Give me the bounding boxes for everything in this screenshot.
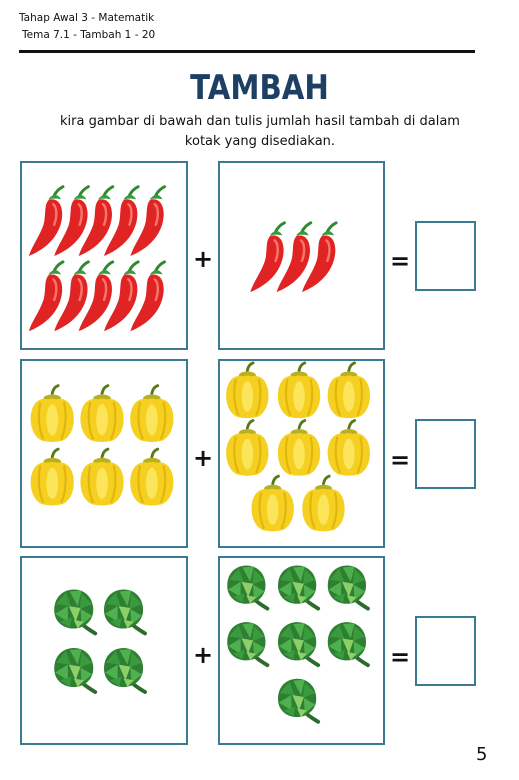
red-chili-icon bbox=[250, 221, 286, 293]
problem-3-right-box bbox=[218, 556, 385, 745]
problem-3-left-box bbox=[20, 556, 188, 745]
yellow-pepper-icon bbox=[277, 419, 321, 476]
page-number: 5 bbox=[476, 744, 488, 765]
artichoke-icon bbox=[227, 565, 270, 611]
yellow-pepper-icon bbox=[130, 447, 174, 506]
red-chili-icon bbox=[104, 185, 140, 256]
problem-2-left-items bbox=[30, 384, 174, 506]
problem-3-left-items bbox=[54, 589, 147, 694]
worksheet-subject: Tahap Awal 3 - Matematik bbox=[19, 12, 155, 24]
answer-box-2[interactable] bbox=[415, 419, 476, 489]
artichoke-icon bbox=[104, 648, 147, 694]
artichoke-icon bbox=[277, 678, 321, 724]
red-chili-icon bbox=[130, 260, 166, 332]
plus-sign-2: + bbox=[192, 444, 214, 472]
yellow-pepper-icon bbox=[30, 447, 74, 506]
yellow-pepper-icon bbox=[80, 384, 124, 443]
problem-1-left-items bbox=[28, 185, 166, 332]
problem-2-right-box bbox=[218, 359, 385, 548]
header-divider bbox=[19, 50, 475, 53]
plus-sign-1: + bbox=[192, 245, 214, 273]
artichoke-icon bbox=[54, 589, 98, 636]
worksheet-topic: Tema 7.1 - Tambah 1 - 20 bbox=[22, 29, 156, 41]
red-chili-icon bbox=[130, 185, 166, 256]
yellow-pepper-icon bbox=[30, 384, 74, 443]
red-chili-icon bbox=[276, 221, 313, 293]
problem-2-left-box bbox=[20, 359, 188, 548]
instruction-text: kira gambar di bawah dan tulis jumlah ha… bbox=[20, 112, 500, 152]
red-chili-icon bbox=[104, 260, 140, 332]
red-chili-icon bbox=[54, 185, 90, 256]
equals-sign-1: = bbox=[389, 247, 411, 275]
yellow-pepper-icon bbox=[226, 419, 269, 476]
problem-1-left-box bbox=[20, 161, 188, 350]
problem-1-right-items bbox=[250, 221, 338, 293]
problem-3-right-items bbox=[227, 565, 370, 724]
yellow-pepper-icon bbox=[80, 447, 124, 506]
red-chili-icon bbox=[78, 260, 115, 332]
red-chili-icon bbox=[54, 260, 90, 332]
problem-2-right-items bbox=[226, 361, 370, 532]
artichoke-icon bbox=[327, 622, 370, 668]
yellow-pepper-icon bbox=[277, 361, 321, 419]
artichoke-icon bbox=[327, 565, 370, 611]
yellow-pepper-icon bbox=[327, 419, 370, 476]
red-chili-icon bbox=[28, 185, 65, 256]
instruction-line-2: kotak yang disediakan. bbox=[184, 134, 336, 149]
artichoke-icon bbox=[227, 622, 270, 668]
artichoke-icon bbox=[54, 648, 98, 694]
red-chili-icon bbox=[301, 221, 338, 293]
equals-sign-2: = bbox=[389, 446, 411, 474]
artichoke-icon bbox=[104, 589, 147, 636]
answer-box-3[interactable] bbox=[415, 616, 476, 686]
problem-1-right-box bbox=[218, 161, 385, 350]
yellow-pepper-icon bbox=[302, 474, 345, 532]
artichoke-icon bbox=[277, 565, 321, 611]
answer-box-1[interactable] bbox=[415, 221, 476, 291]
instruction-line-1: kira gambar di bawah dan tulis jumlah ha… bbox=[60, 114, 460, 129]
artichoke-icon bbox=[277, 622, 321, 668]
red-chili-icon bbox=[28, 260, 65, 332]
plus-sign-3: + bbox=[192, 641, 214, 669]
yellow-pepper-icon bbox=[327, 361, 370, 419]
page-title: TAMBAH bbox=[190, 68, 329, 108]
yellow-pepper-icon bbox=[226, 361, 269, 419]
yellow-pepper-icon bbox=[251, 474, 294, 532]
equals-sign-3: = bbox=[389, 643, 411, 671]
red-chili-icon bbox=[78, 185, 115, 256]
yellow-pepper-icon bbox=[130, 384, 174, 443]
